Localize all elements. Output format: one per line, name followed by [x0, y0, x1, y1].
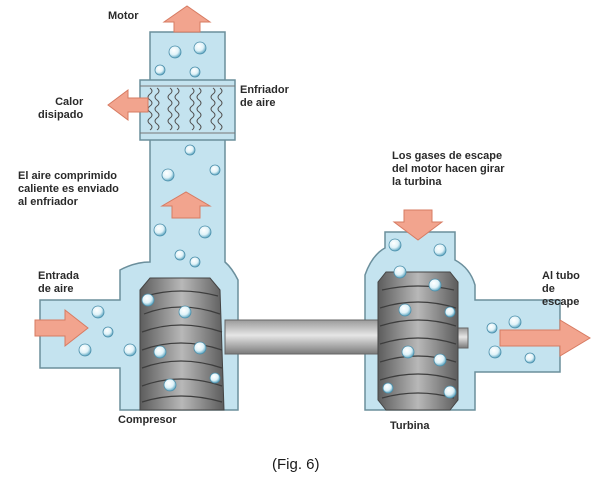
air-inlet-arrow: [34, 308, 89, 348]
motor-arrow: [162, 5, 212, 33]
air-cooler: [139, 79, 236, 141]
turbine-wheel: [377, 271, 459, 411]
exhaust-out-arrow: [499, 319, 591, 357]
cooler-label: Enfriador de aire: [240, 84, 289, 109]
exhaust-pipe-label: Al tubo de escape: [542, 270, 580, 308]
compressed-air-label: El aire comprimido caliente es enviado a…: [18, 170, 119, 208]
compressor-wheel: [139, 277, 225, 411]
heat-arrow: [107, 89, 149, 121]
exhaust-in-arrow: [392, 209, 444, 241]
exhaust-gases-label: Los gases de escape del motor hacen gira…: [392, 150, 505, 188]
air-inlet-label: Entrada de aire: [38, 270, 79, 295]
heat-label: Calor disipado: [38, 96, 84, 121]
compressed-air-arrow: [160, 191, 212, 219]
compressor-label: Compresor: [118, 414, 177, 426]
motor-label: Motor: [108, 10, 139, 22]
turbo-shaft: [224, 319, 386, 355]
turbine-label: Turbina: [390, 420, 430, 432]
air-particles: [78, 41, 536, 399]
figure-caption: (Fig. 6): [272, 456, 320, 473]
